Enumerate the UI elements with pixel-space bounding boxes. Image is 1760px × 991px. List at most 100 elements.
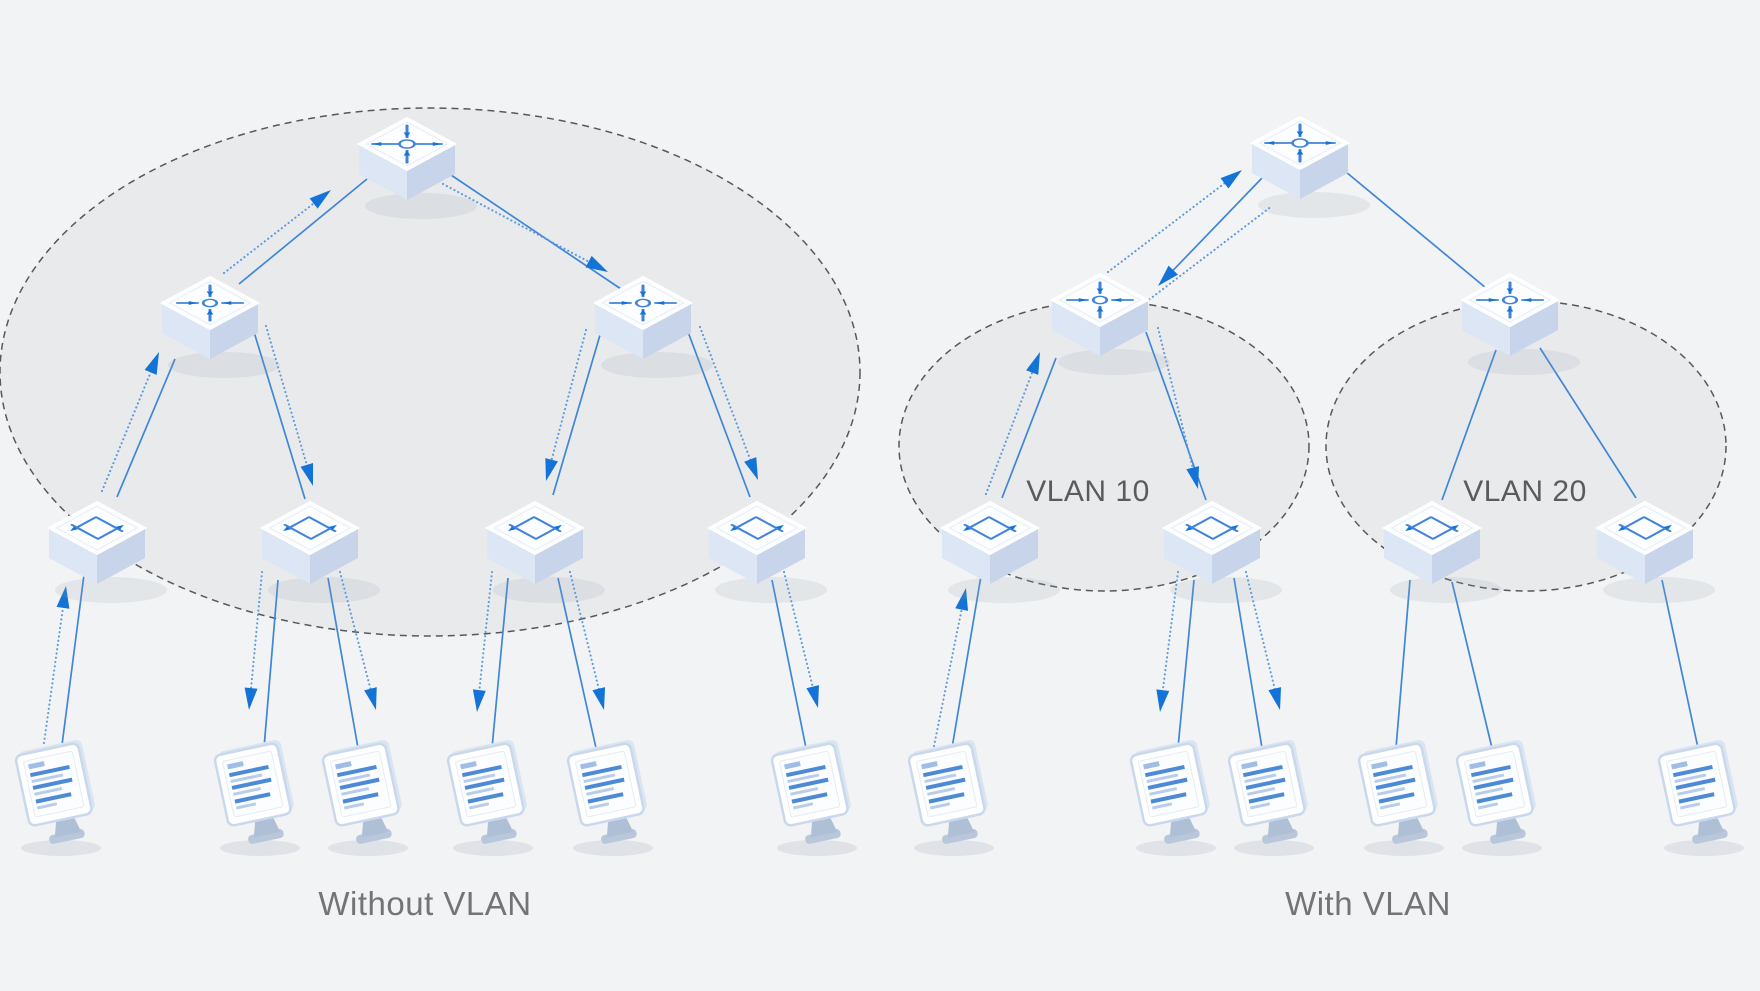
traffic-flow-line [782, 570, 815, 690]
flow-arrow [432, 142, 442, 146]
flow-arrow [328, 524, 337, 530]
flow-arrow [1186, 466, 1200, 489]
flow-arrow [1296, 149, 1304, 155]
distribution-switch-vlan10--multilayer-switch-icon [1049, 272, 1170, 375]
pc-4--computer-icon [446, 740, 533, 856]
network-link-line [1451, 581, 1493, 749]
distribution-switch-vlan20--multilayer-switch-icon [1459, 272, 1580, 375]
vlan-10-label: VLAN 10 [1026, 475, 1150, 508]
flow-arrow [655, 301, 665, 305]
traffic-flow-line [984, 369, 1034, 496]
flow-arrow [730, 526, 739, 532]
flow-arrow [744, 457, 758, 480]
network-link-line [116, 358, 176, 498]
flow-arrow [621, 301, 631, 305]
network-link-line [327, 577, 359, 749]
right-diagram-caption: With VLAN [1285, 885, 1451, 922]
device-shadow [220, 840, 300, 856]
flow-arrow [403, 150, 411, 156]
network-links [42, 174, 819, 749]
network-link-line [1171, 177, 1263, 273]
flow-arrow [1096, 306, 1104, 312]
network-link-line [1395, 579, 1411, 749]
core-router--router-icon [356, 116, 477, 219]
flow-arrow [403, 132, 411, 138]
flow-arrow [70, 526, 79, 532]
flow-arrow [1078, 298, 1088, 302]
device-shadow [948, 577, 1060, 603]
network-link-line [1001, 357, 1057, 499]
pc-6--computer-icon [770, 740, 857, 856]
network-link-line [491, 577, 509, 749]
device-shadow [21, 840, 101, 856]
flow-arrow [115, 524, 124, 530]
flow-arrow [309, 190, 331, 209]
device-shadow [1258, 192, 1370, 218]
with-vlan-diagram [898, 115, 1744, 856]
distribution-switch-right--multilayer-switch-icon [592, 275, 713, 378]
flow-arrow [1522, 298, 1532, 302]
flow-arrow [806, 685, 819, 708]
flow-arrow [1185, 526, 1194, 532]
network-link-line [951, 569, 983, 749]
pc-1--computer-icon [14, 740, 101, 856]
access-switch-5--access-switch-icon [939, 500, 1060, 603]
device-shadow [1234, 840, 1314, 856]
flow-arrow [1265, 141, 1275, 145]
flow-arrow [1008, 524, 1017, 530]
left-diagram-caption: Without VLAN [318, 885, 532, 922]
traffic-flow-line [550, 328, 588, 463]
network-link-line [238, 178, 368, 285]
core-router--router-icon [1249, 115, 1370, 218]
traffic-flow-line [42, 604, 65, 745]
device-shadow [493, 577, 605, 603]
traffic-flow-line [1106, 181, 1228, 274]
flow-arrow [1618, 526, 1627, 532]
flow-arrow [639, 309, 647, 315]
broadcast-domain-ellipse [0, 107, 861, 637]
flow-arrow [963, 526, 972, 532]
flow-arrow [472, 689, 486, 712]
flow-arrow [1220, 170, 1242, 189]
traffic-flow-line [1244, 570, 1277, 692]
flow-arrow [1450, 524, 1459, 530]
flow-arrow [639, 291, 647, 297]
device-shadow [601, 352, 713, 378]
traffic-flow-line [338, 570, 373, 692]
pc-11--computer-icon [1455, 740, 1542, 856]
device-shadow [573, 840, 653, 856]
flow-arrow [1506, 288, 1514, 294]
device-shadow [1468, 349, 1580, 375]
access-switch-8--access-switch-icon [1594, 500, 1715, 603]
device-shadow [453, 840, 533, 856]
device-shadow [55, 577, 167, 603]
pc-9--computer-icon [1227, 740, 1314, 856]
access-switch-4--access-switch-icon [706, 500, 827, 603]
flow-arrow [1026, 352, 1040, 375]
flow-arrow [1488, 298, 1498, 302]
flow-arrow [1268, 687, 1282, 710]
access-switch-2--access-switch-icon [259, 500, 380, 603]
flow-arrow [553, 524, 562, 530]
flow-arrow [244, 687, 258, 710]
network-link-line [1177, 579, 1195, 749]
device-shadow [168, 352, 280, 378]
network-link-line [1661, 579, 1699, 749]
device-shadow [1390, 577, 1502, 603]
flow-arrow [222, 301, 232, 305]
flow-arrow [1296, 131, 1304, 137]
flow-arrow [56, 586, 70, 609]
device-shadow [1664, 840, 1744, 856]
flow-arrow [206, 291, 214, 297]
network-links [932, 170, 1699, 749]
network-link-line [450, 174, 622, 290]
flow-arrow [1405, 526, 1414, 532]
network-link-line [552, 334, 601, 496]
traffic-flow-line [1144, 204, 1274, 304]
device-shadow [1603, 577, 1715, 603]
flow-arrow [364, 687, 377, 710]
vlan-20-label: VLAN 20 [1463, 475, 1587, 508]
flow-arrow [775, 524, 784, 530]
network-link-line [263, 579, 279, 749]
flow-arrow [592, 687, 606, 710]
